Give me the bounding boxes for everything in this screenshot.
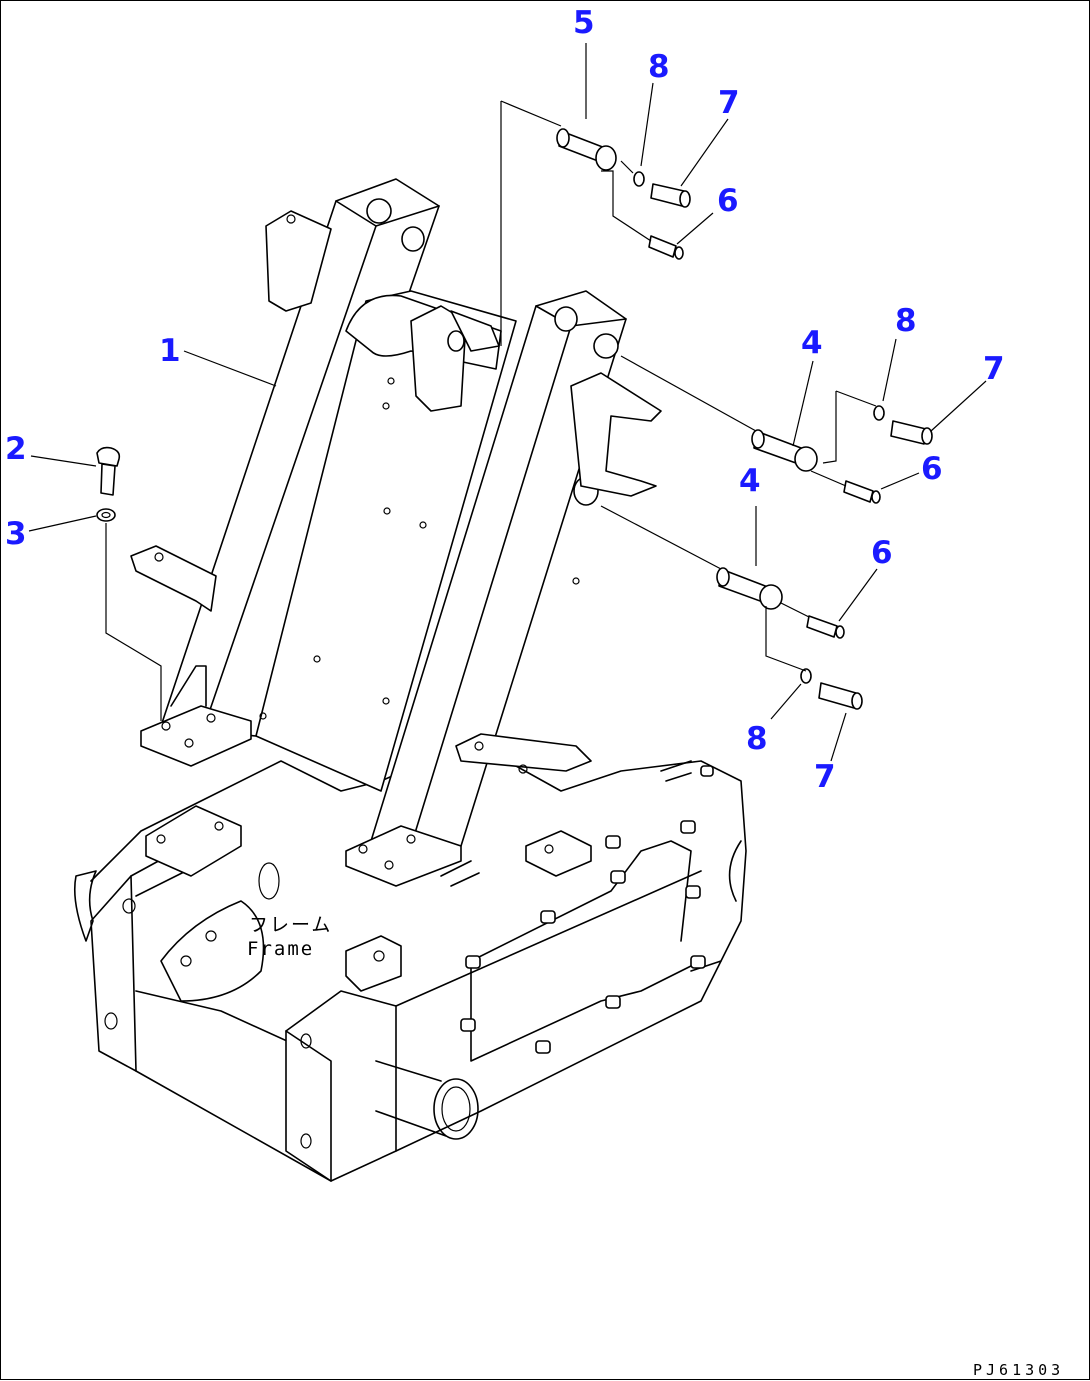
callout-6: 6 (717, 183, 739, 219)
callout-4: 4 (801, 325, 823, 361)
part-5-pin (500, 100, 691, 346)
part-4-lower (600, 505, 863, 710)
callout-8: 8 (648, 49, 670, 85)
callout-4: 4 (739, 463, 761, 499)
frame-label-en: Frame (247, 938, 314, 960)
callout-3: 3 (5, 516, 27, 552)
main-frame (73, 740, 747, 1182)
callouts: 5 8 7 6 1 8 4 7 2 6 3 4 6 8 7 (5, 5, 1005, 795)
callout-7: 7 (983, 351, 1005, 387)
callout-6: 6 (921, 451, 943, 487)
part-4-upper (620, 355, 933, 504)
callout-6: 6 (871, 535, 893, 571)
drawing-code: PJ61303 (973, 1361, 1064, 1379)
callout-2: 2 (5, 431, 27, 467)
callout-7: 7 (814, 759, 836, 795)
callout-7: 7 (718, 85, 740, 121)
leader-lines (28, 43, 987, 762)
frame-label-jp: フレーム (249, 914, 332, 936)
callout-1: 1 (159, 333, 181, 369)
part-2-3-bolt (96, 446, 162, 721)
callout-8: 8 (895, 303, 917, 339)
callout-5: 5 (573, 5, 595, 41)
callout-8: 8 (746, 721, 768, 757)
upright-frame (130, 178, 662, 887)
